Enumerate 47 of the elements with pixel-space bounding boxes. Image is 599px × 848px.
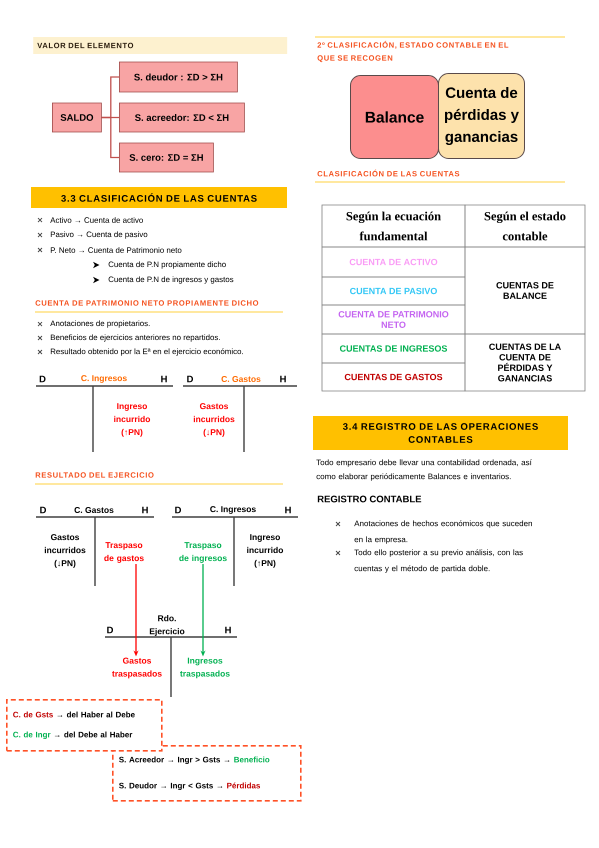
- entry-text: Gastos traspasados: [112, 658, 162, 678]
- table-cell: Según el estado contable: [464, 204, 586, 248]
- table-cell: CUENTA DE PATRIMONIO NETO: [322, 304, 466, 334]
- table-cell: Según la ecuación fundamental: [322, 204, 466, 248]
- connector-line: [102, 116, 119, 158]
- heading-band: 3.4 REGISTRO DE LAS OPERACIONES CONTABLES: [313, 416, 568, 450]
- account-letter: D: [187, 376, 194, 382]
- rounded-box: Balance: [350, 75, 439, 159]
- dashed-box: C. de Gsts → del Haber al Debe C. de Ingr → del Debe al Haber: [6, 699, 163, 752]
- account-letter: H: [161, 376, 167, 382]
- account-entry: Gastos incurridos (↓PN): [44, 534, 86, 568]
- entry-text: Traspaso de ingresos: [179, 542, 227, 563]
- account-title: C. Ingresos: [210, 506, 256, 514]
- dashed-box: S. Acreedor → Ingr > Gsts → Beneficio S. Deudor → Ingr < Gsts → Pérdidas: [112, 745, 302, 802]
- account-letter: D: [107, 626, 114, 634]
- account-letter: H: [280, 376, 286, 382]
- list-item: Anotaciones de hechos económicos que suceden en la empresa.: [354, 520, 532, 544]
- account-letter: D: [40, 376, 46, 382]
- table-cell: CUENTAS DE INGRESOS: [322, 334, 466, 364]
- table-cell: CUENTAS DE BALANCE: [464, 246, 586, 334]
- text-box: S. acreedor: ΣD < ΣH: [119, 102, 245, 132]
- account-letter: H: [142, 506, 148, 514]
- subheading: REGISTRO CONTABLE: [318, 496, 422, 502]
- account-entry: Ingreso incurrido (↑PN): [114, 403, 150, 437]
- account-title: C. Gastos: [74, 507, 114, 513]
- entry-text: Traspaso de gastos: [104, 542, 144, 563]
- text-box: S. cero: ΣD = ΣH: [119, 142, 214, 172]
- entry-text: Ingresos traspasados: [180, 658, 230, 678]
- heading-band: 3.3 CLASIFICACIÓN DE LAS CUENTAS: [31, 187, 287, 208]
- account-title: C. Ingresos: [81, 375, 127, 383]
- account-letter: D: [175, 506, 182, 514]
- account-letter: H: [285, 506, 291, 514]
- account-title: Rdo. Ejercicio: [150, 615, 184, 636]
- table-cell: CUENTA DE ACTIVO: [322, 246, 466, 278]
- account-title: C. Gastos: [222, 376, 260, 382]
- account-letter: D: [40, 506, 46, 514]
- table-cell: CUENTAS DE LA CUENTA DE PÉRDIDAS Y GANANCIAS: [464, 334, 586, 392]
- account-entry: Ingreso incurrido (↑PN): [247, 534, 284, 568]
- text-box: SALDO: [52, 102, 102, 132]
- rounded-box: Cuenta de pérdidas y ganancias: [438, 73, 525, 159]
- table-cell: CUENTA DE PASIVO: [322, 276, 466, 306]
- list-item: Todo ello posterior a su previo análisis, con las cuentas y el método de partida doble.: [354, 549, 523, 573]
- table-cell: CUENTAS DE GASTOS: [322, 362, 466, 392]
- paragraph: Todo empresario debe llevar una contabilidad ordenada, así como elaborar periódicamente Balances e inventarios.: [316, 459, 532, 481]
- account-entry: Gastos incurridos (↓PN): [194, 403, 234, 437]
- account-letter: H: [225, 626, 231, 634]
- text-box: S. deudor : ΣD > ΣH: [119, 62, 238, 92]
